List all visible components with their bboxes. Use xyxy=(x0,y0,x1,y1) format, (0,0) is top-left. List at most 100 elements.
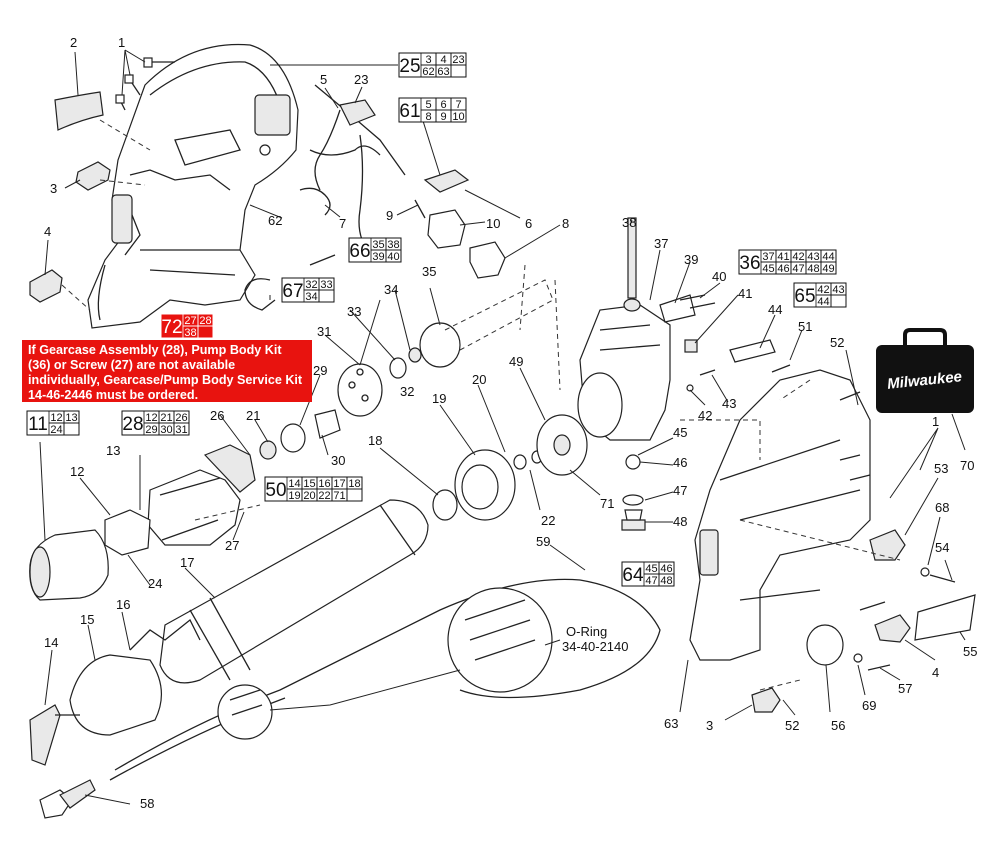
callout-58: 58 xyxy=(140,796,154,811)
kit-part-number: 39 xyxy=(372,251,384,263)
kit-part-number: 6 xyxy=(440,99,446,111)
screws-top-drawing xyxy=(115,57,175,111)
callout-1: 1 xyxy=(118,35,125,50)
callout-21: 21 xyxy=(246,408,260,423)
kit-part-number: 45 xyxy=(762,263,774,275)
kit-part-number: 63 xyxy=(437,66,449,78)
callout-2: 2 xyxy=(70,35,77,50)
kit-id-65: 65 xyxy=(794,286,815,307)
kit-cell xyxy=(63,422,80,436)
callout-31: 31 xyxy=(317,324,331,339)
switch-buttons-drawing xyxy=(29,161,111,303)
kit-cell xyxy=(173,422,190,436)
callout-40: 40 xyxy=(712,269,726,284)
callout-44: 44 xyxy=(768,302,782,317)
oring-label-line2: 34-40-2140 xyxy=(562,639,629,654)
zoom-detail-circles xyxy=(217,587,553,740)
kit-part-number: 40 xyxy=(387,251,399,263)
callout-30: 30 xyxy=(331,453,345,468)
callout-5: 5 xyxy=(320,72,327,87)
kit-id-61: 61 xyxy=(399,101,420,122)
kit-part-number: 32 xyxy=(305,279,317,291)
callout-43: 43 xyxy=(722,396,736,411)
callout-22: 22 xyxy=(541,513,555,528)
kit-part-number: 48 xyxy=(807,263,819,275)
kit-id-72: 72 xyxy=(161,317,182,338)
kit-part-number: 33 xyxy=(320,279,332,291)
callout-12: 12 xyxy=(70,464,84,479)
grease-tube-drawing xyxy=(29,499,429,766)
callout-labels: 1 2 3 4 5 6 7 8 9 10 12 13 14 15 16 17 1… xyxy=(44,35,977,811)
callout-32: 32 xyxy=(400,384,414,399)
kit-cell xyxy=(197,325,214,339)
kit-id-25: 25 xyxy=(399,56,420,77)
callout-19: 19 xyxy=(432,391,446,406)
callout-63: 63 xyxy=(664,716,678,731)
callout-3-right: 3 xyxy=(706,718,713,733)
callout-1-right: 1 xyxy=(932,414,939,429)
kit-part-number: 35 xyxy=(372,239,384,251)
callout-24: 24 xyxy=(148,576,162,591)
kit-id-50: 50 xyxy=(265,480,286,501)
callout-15: 15 xyxy=(80,612,94,627)
kit-cell xyxy=(450,109,467,123)
kit-cell xyxy=(658,573,675,587)
callout-10: 10 xyxy=(486,216,500,231)
kit-part-number: 29 xyxy=(145,424,157,436)
kit-part-number: 42 xyxy=(817,284,829,296)
callout-46: 46 xyxy=(673,455,687,470)
callout-52-lower: 52 xyxy=(785,718,799,733)
kit-part-number: 17 xyxy=(333,478,345,490)
kit-id-11: 11 xyxy=(28,414,48,435)
kit-cell xyxy=(450,64,467,78)
kit-part-number: 28 xyxy=(199,315,211,327)
carry-case-drawing[interactable]: Milwaukee xyxy=(876,328,974,413)
left-housing-drawing xyxy=(87,43,299,329)
kit-part-number: 13 xyxy=(65,412,77,424)
label-sheet-drawing xyxy=(54,91,104,131)
kit-part-number: 44 xyxy=(817,296,829,308)
kit-part-number: 18 xyxy=(348,478,360,490)
kit-part-number: 46 xyxy=(777,263,789,275)
callout-68: 68 xyxy=(935,500,949,515)
callout-62: 62 xyxy=(268,213,282,228)
callout-70: 70 xyxy=(960,458,974,473)
kit-part-number: 22 xyxy=(318,490,330,502)
kit-part-number: 45 xyxy=(645,563,657,575)
oring-label-line1: O-Ring xyxy=(566,624,607,639)
callout-3: 3 xyxy=(50,181,57,196)
callout-59: 59 xyxy=(536,534,550,549)
callout-17: 17 xyxy=(180,555,194,570)
kit-part-number: 20 xyxy=(303,490,315,502)
kit-part-number: 21 xyxy=(160,412,172,424)
kit-cell xyxy=(385,249,402,263)
callout-37: 37 xyxy=(654,236,668,251)
callout-47: 47 xyxy=(673,483,687,498)
callout-45: 45 xyxy=(673,425,687,440)
kit-part-number: 15 xyxy=(303,478,315,490)
kit-id-28: 28 xyxy=(122,414,143,435)
callout-29: 29 xyxy=(313,363,327,378)
callout-4-right: 4 xyxy=(932,665,939,680)
callout-9: 9 xyxy=(386,208,393,223)
kit-part-number: 10 xyxy=(452,111,464,123)
leader-lines xyxy=(39,49,966,805)
callout-41: 41 xyxy=(738,286,752,301)
callout-8: 8 xyxy=(562,216,569,231)
kit-part-number: 44 xyxy=(822,251,834,263)
kit-part-number: 14 xyxy=(288,478,300,490)
callout-16: 16 xyxy=(116,597,130,612)
kit-part-number: 24 xyxy=(50,424,62,436)
callout-56: 56 xyxy=(831,718,845,733)
right-housing-drawing xyxy=(689,364,976,713)
kit-part-number: 62 xyxy=(422,66,434,78)
callout-26: 26 xyxy=(210,408,224,423)
kit-id-67: 67 xyxy=(282,281,303,302)
